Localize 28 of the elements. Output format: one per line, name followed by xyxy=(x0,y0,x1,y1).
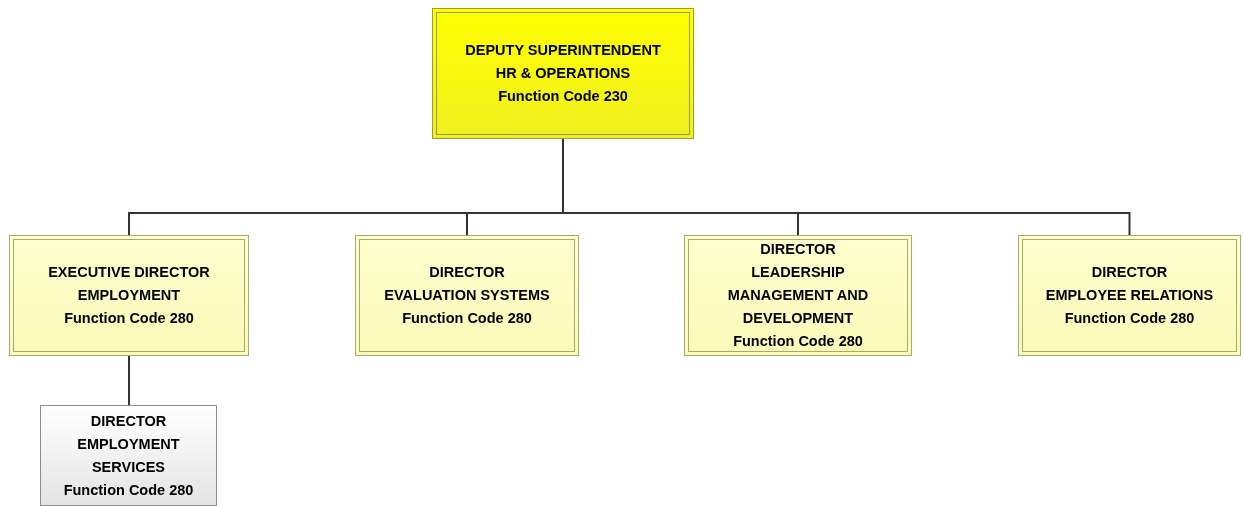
org-box xyxy=(432,8,694,139)
box-text: DIRECTOR xyxy=(760,240,836,259)
box-text: SERVICES xyxy=(91,457,166,477)
box-text: LEADERSHIP xyxy=(751,263,845,282)
box-text: EMPLOYMENT xyxy=(77,286,181,305)
connector-line xyxy=(128,355,130,406)
box-text: DEPUTY SUPERINTENDENT xyxy=(465,41,661,60)
box-text: DEVELOPMENT xyxy=(742,309,854,328)
box-text: EMPLOYEE RELATIONS xyxy=(1045,286,1214,305)
box-text: DIRECTOR xyxy=(429,263,505,282)
box-text: EMPLOYMENT xyxy=(77,434,180,454)
box-text: EXECUTIVE DIRECTOR xyxy=(48,263,210,282)
org-box xyxy=(9,235,249,356)
box-text: Function Code 280 xyxy=(1064,309,1195,328)
box-text: Function Code 280 xyxy=(63,480,194,500)
org-box xyxy=(1018,235,1241,356)
box-text: Function Code 280 xyxy=(402,309,532,328)
org-box xyxy=(355,235,579,356)
org-box xyxy=(684,235,912,356)
box-text: DIRECTOR xyxy=(90,411,167,431)
box-text: Function Code 280 xyxy=(733,332,863,351)
box-text: Function Code 230 xyxy=(498,87,628,106)
box-text: HR & OPERATIONS xyxy=(495,64,631,83)
box-text: Function Code 280 xyxy=(64,309,194,328)
box-text: DIRECTOR xyxy=(1091,263,1168,282)
org-box xyxy=(40,405,217,506)
box-text: MANAGEMENT AND xyxy=(727,286,869,305)
box-text: EVALUATION SYSTEMS xyxy=(384,286,550,305)
